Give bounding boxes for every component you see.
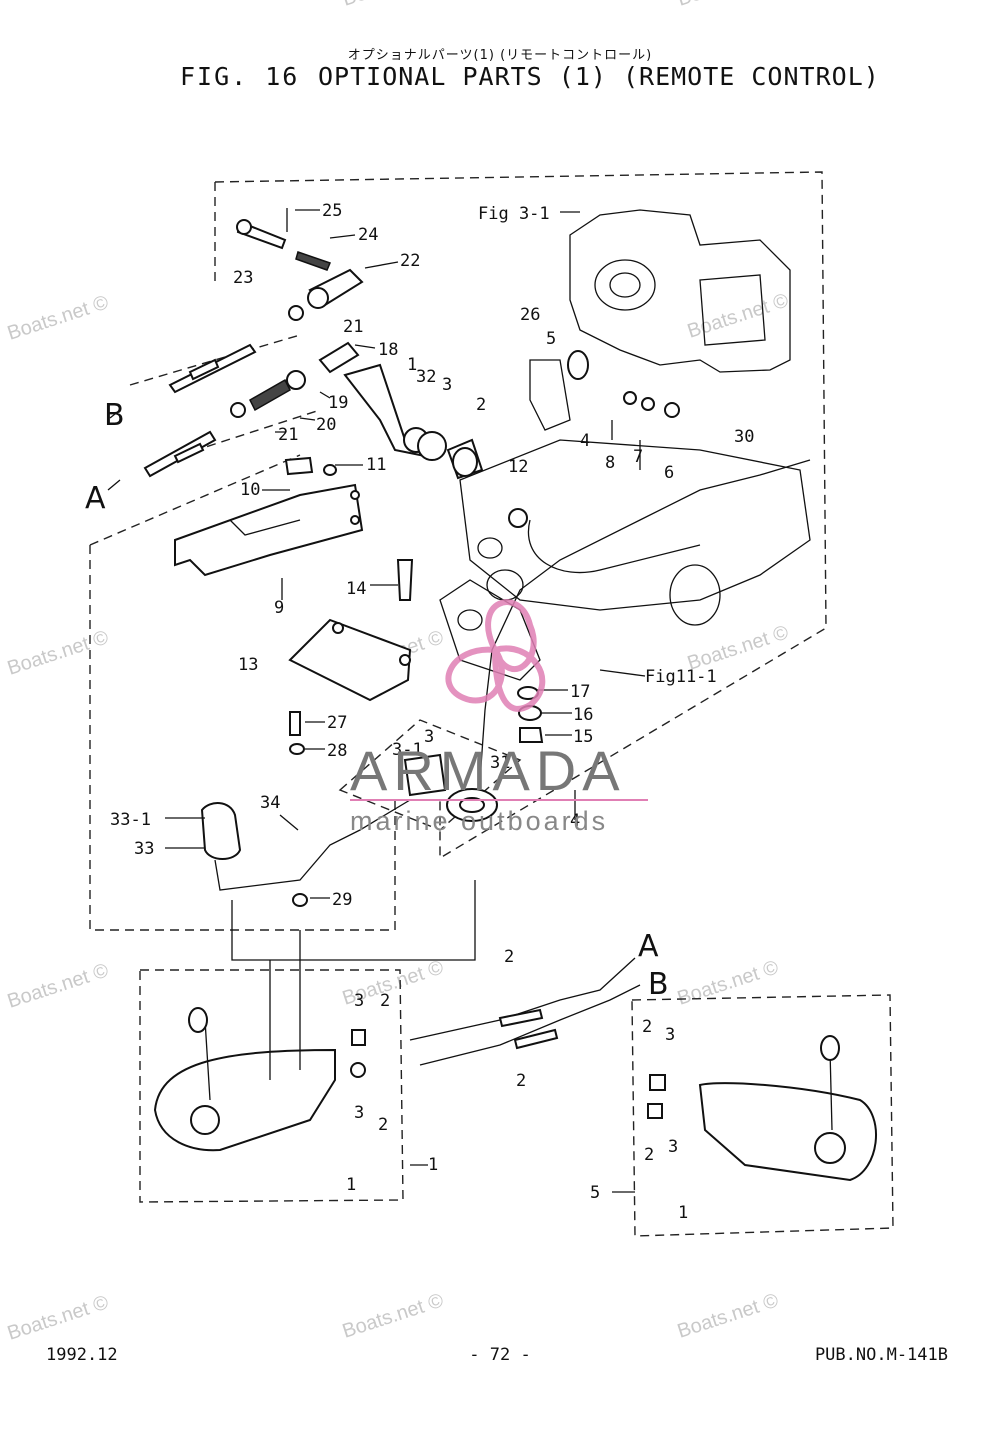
small-hardware bbox=[289, 350, 680, 907]
callout: 3 bbox=[354, 991, 364, 1011]
watermark: Boats.net © bbox=[675, 956, 782, 1009]
callout: 23 bbox=[233, 268, 253, 288]
callout: 1 bbox=[346, 1175, 356, 1195]
callout: 11 bbox=[366, 455, 386, 475]
arrow-label-a: A bbox=[638, 929, 659, 964]
callout: 30 bbox=[734, 427, 754, 447]
figure-reference: Fig 3-1 bbox=[478, 204, 550, 224]
mount-bracket bbox=[174, 483, 364, 577]
mount-plate bbox=[288, 559, 414, 702]
callout: 2 bbox=[476, 395, 486, 415]
footer-publication-number: PUB.NO.M-141B bbox=[814, 1345, 948, 1365]
callout: 3 bbox=[668, 1137, 678, 1157]
callout-labels: 25 24 22 23 Fig 3-1 21 18 26 5 1 32 3 2 … bbox=[85, 201, 754, 1223]
engine-block bbox=[439, 209, 811, 681]
callout: 21 bbox=[343, 317, 363, 337]
watermark: Boats.net © bbox=[675, 0, 782, 11]
callout: 17 bbox=[570, 682, 590, 702]
callout: 3 bbox=[442, 375, 452, 395]
callout: 16 bbox=[573, 705, 593, 725]
callout: 3-1 bbox=[392, 740, 423, 760]
watermark: Boats.net © bbox=[340, 0, 447, 11]
callout: 2 bbox=[642, 1017, 652, 1037]
callout: 7 bbox=[633, 447, 643, 467]
remote-control-box-right bbox=[647, 1035, 877, 1182]
figure-reference: Fig11-1 bbox=[645, 667, 717, 687]
callout: 5 bbox=[590, 1183, 600, 1203]
callout: 18 bbox=[378, 340, 398, 360]
footer-page-number: - 72 - bbox=[469, 1345, 531, 1365]
callout: 29 bbox=[332, 890, 352, 910]
callout: 3 bbox=[665, 1025, 675, 1045]
callout: 25 bbox=[322, 201, 342, 221]
brand-wordmark: ARMADA bbox=[350, 739, 626, 802]
callout: 2 bbox=[380, 991, 390, 1011]
callout: 3 bbox=[354, 1103, 364, 1123]
watermark: Boats.net © bbox=[5, 291, 112, 344]
callout: 19 bbox=[328, 393, 348, 413]
callout: 26 bbox=[520, 305, 540, 325]
callout: 15 bbox=[573, 727, 593, 747]
callout: 34 bbox=[260, 793, 280, 813]
callout: 1 bbox=[428, 1155, 438, 1175]
callout: 2 bbox=[378, 1115, 388, 1135]
remote-control-box-left bbox=[153, 1007, 366, 1152]
callout: 13 bbox=[238, 655, 258, 675]
watermark: Boats.net © bbox=[5, 1291, 112, 1344]
callout: 9 bbox=[274, 598, 284, 618]
callout: 28 bbox=[327, 741, 347, 761]
leader-lines bbox=[165, 209, 646, 1193]
callout: 4 bbox=[580, 431, 590, 451]
figure-number: FIG. 16 bbox=[180, 62, 300, 91]
callout: 31 bbox=[490, 753, 510, 773]
callout: 22 bbox=[400, 251, 420, 271]
callout: 2 bbox=[644, 1145, 654, 1165]
propeller-logo-icon bbox=[445, 599, 546, 712]
callout: 1 bbox=[407, 355, 417, 375]
figure-title: OPTIONAL PARTS (1) (REMOTE CONTROL) bbox=[318, 62, 880, 91]
callout: 2 bbox=[516, 1071, 526, 1091]
callout: 21 bbox=[278, 425, 298, 445]
footer-date: 1992.12 bbox=[46, 1345, 118, 1365]
arrow-label-a: A bbox=[85, 481, 106, 516]
callout: 3 bbox=[424, 727, 434, 747]
japanese-title: オプショナルパーツ(1) (リモートコントロール) bbox=[347, 48, 653, 63]
callout: 24 bbox=[358, 225, 378, 245]
callout: 20 bbox=[316, 415, 336, 435]
watermark: Boats.net © bbox=[5, 959, 112, 1012]
cable-end-assembly bbox=[143, 208, 484, 480]
callout: 4 bbox=[570, 811, 580, 831]
callout: 8 bbox=[605, 453, 615, 473]
key-switch bbox=[200, 459, 811, 891]
watermark: Boats.net © bbox=[675, 1289, 782, 1342]
callout: 2 bbox=[504, 947, 514, 967]
callout: 14 bbox=[346, 579, 366, 599]
callout: 32 bbox=[416, 367, 436, 387]
arrow-label-b: B bbox=[648, 967, 669, 1002]
callout: 5 bbox=[546, 329, 556, 349]
armada-logo-watermark: ARMADA marine outboards bbox=[350, 599, 648, 836]
callout: 10 bbox=[240, 480, 260, 500]
group-boundaries bbox=[89, 171, 894, 1237]
callout: 1 bbox=[678, 1203, 688, 1223]
arrow-label-b: B bbox=[104, 398, 125, 433]
callout: 27 bbox=[327, 713, 347, 733]
watermark: Boats.net © bbox=[5, 626, 112, 679]
control-cables bbox=[107, 409, 641, 1066]
callout: 12 bbox=[508, 457, 528, 477]
callout: 33 bbox=[134, 839, 154, 859]
watermark: Boats.net © bbox=[340, 1289, 447, 1342]
brand-tagline: marine outboards bbox=[350, 806, 608, 836]
callout: 6 bbox=[664, 463, 674, 483]
callout: 33-1 bbox=[110, 810, 151, 830]
